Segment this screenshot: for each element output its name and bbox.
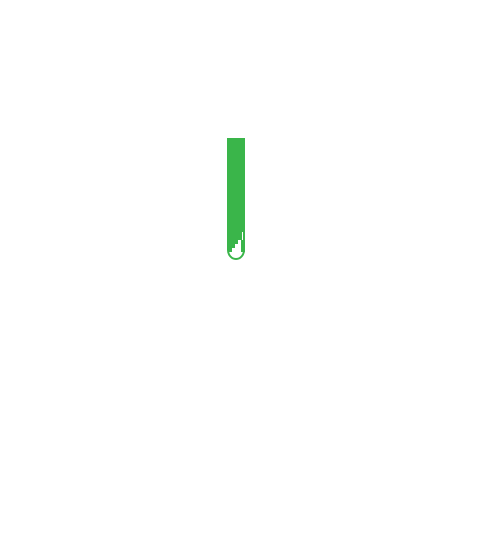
test-tube-liquid <box>227 196 245 252</box>
test-tube-outline <box>227 196 245 260</box>
test-tube-body <box>227 138 245 196</box>
